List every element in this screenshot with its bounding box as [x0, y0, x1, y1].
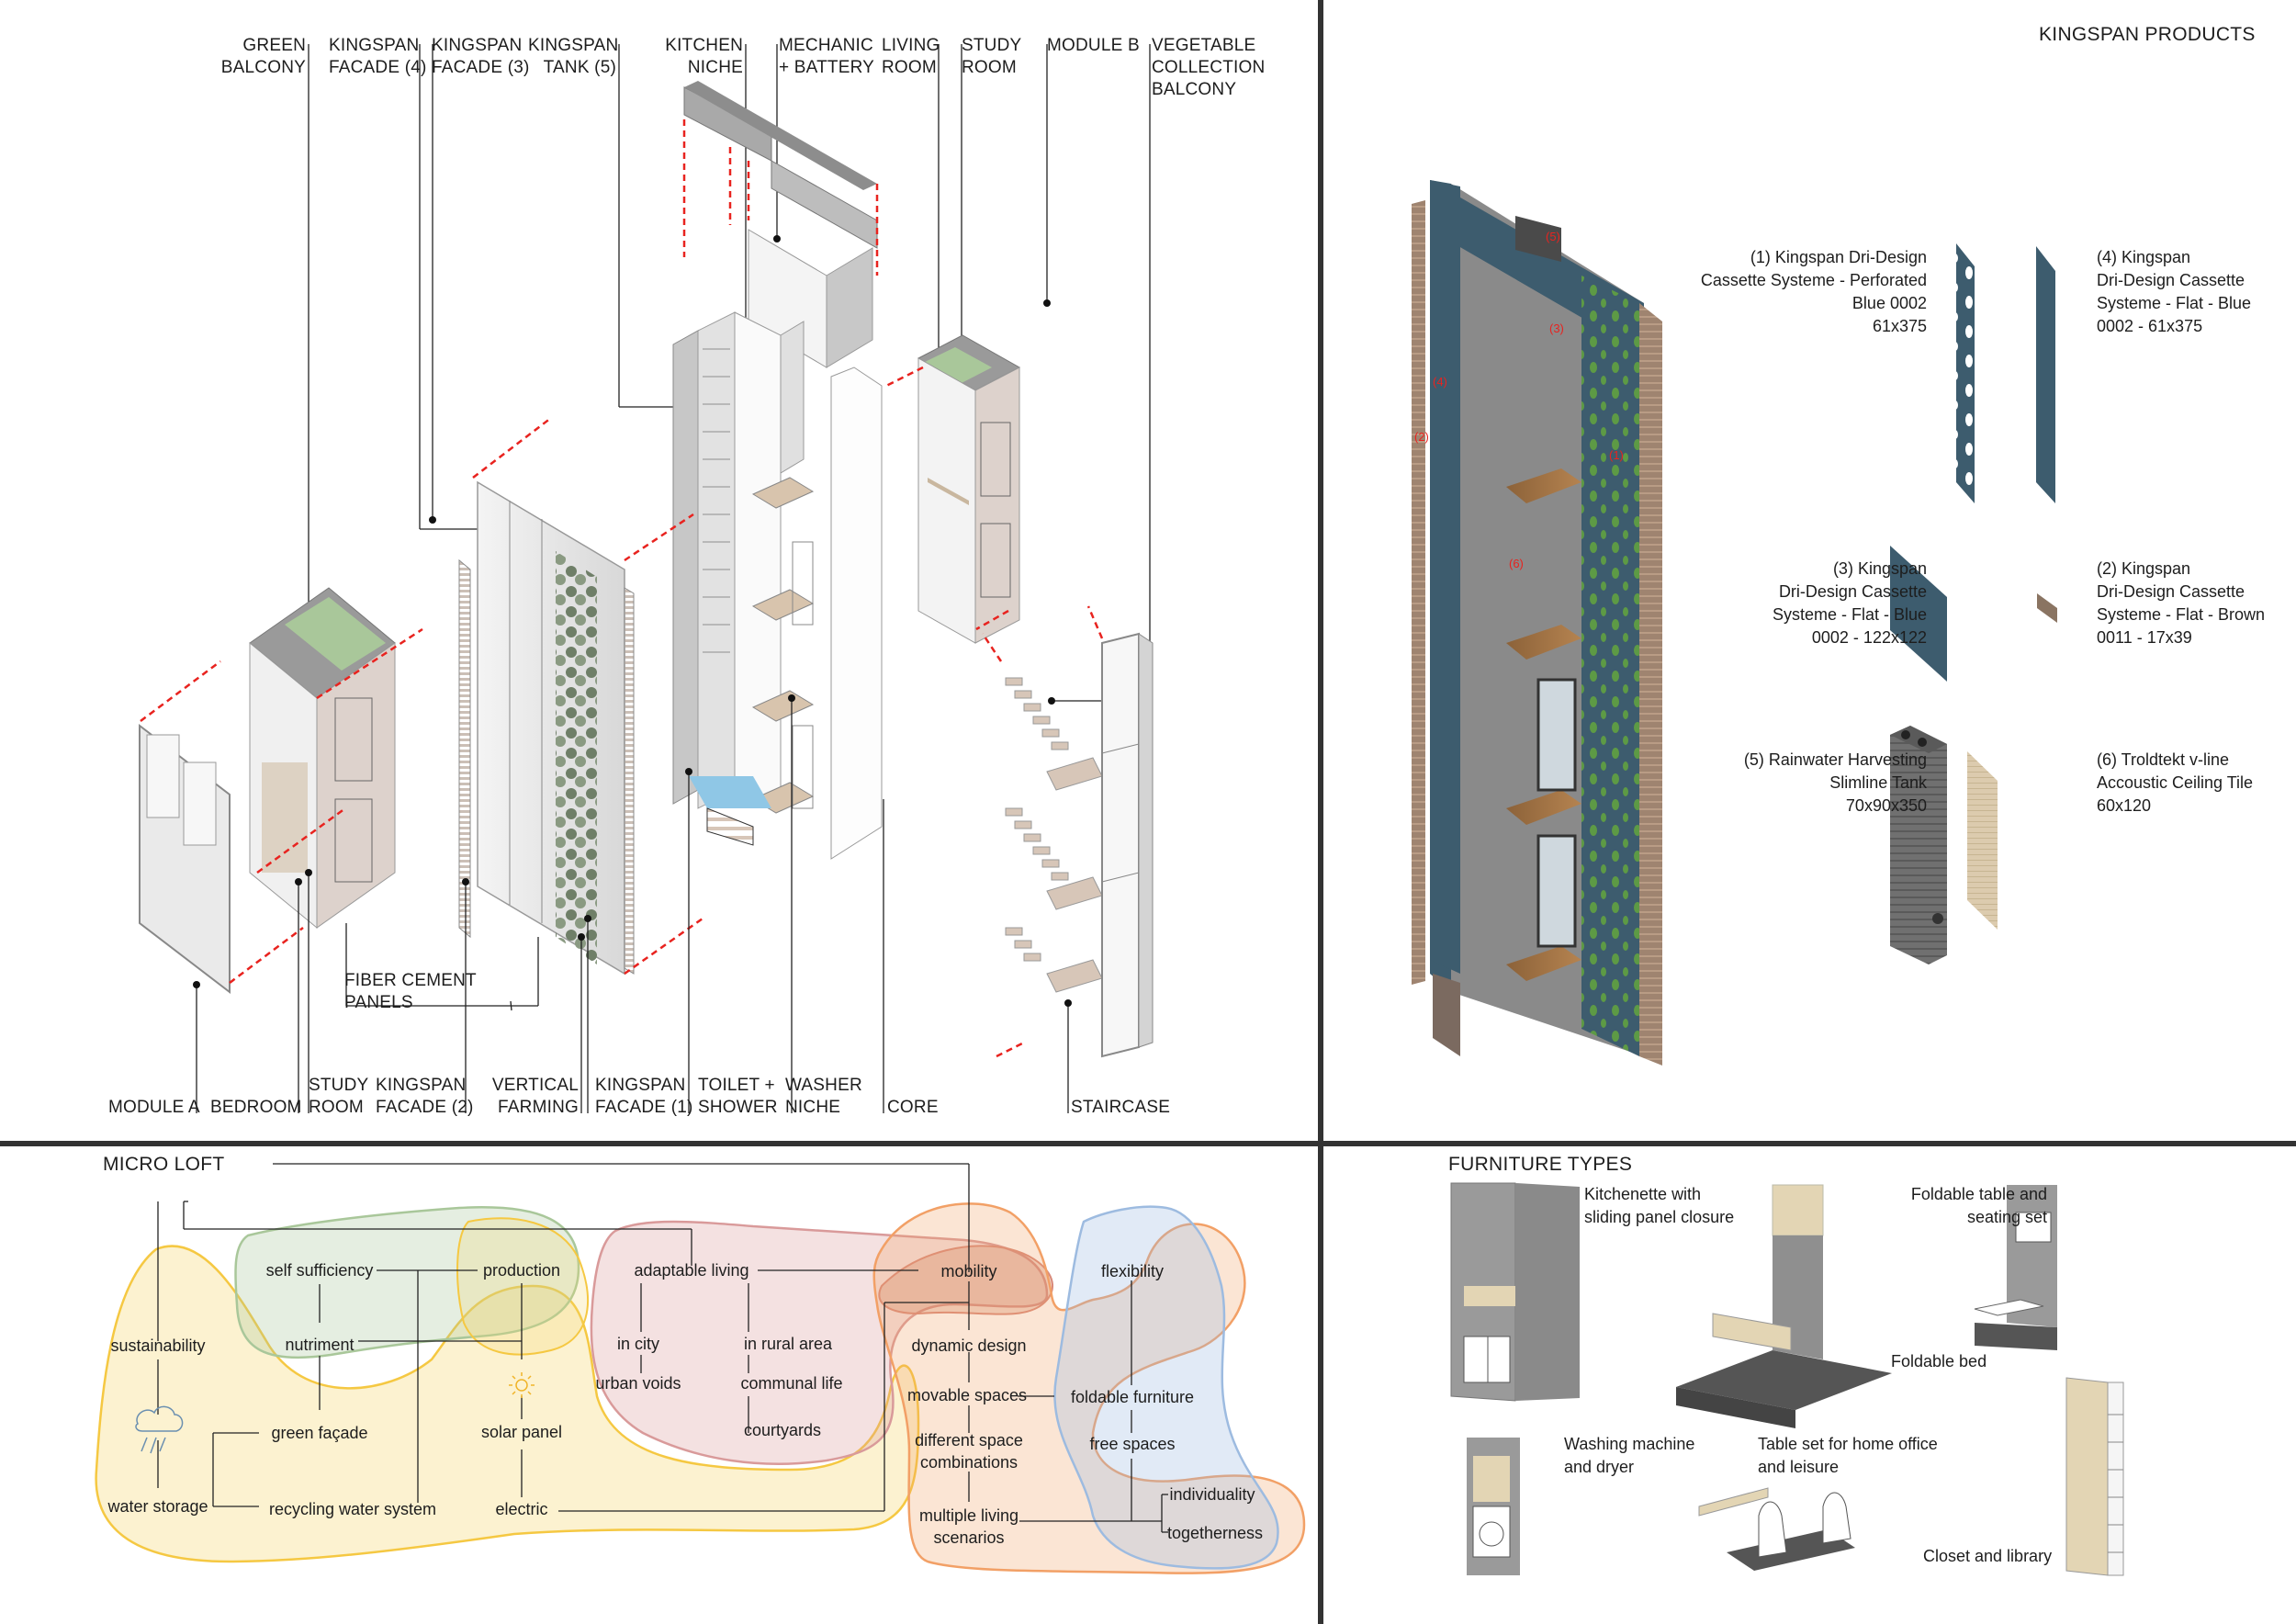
node-movable-spaces: movable spaces	[906, 1386, 1028, 1404]
vertical-divider	[1318, 0, 1323, 1624]
sun-icon	[509, 1372, 535, 1398]
node-dynamic-design: dynamic design	[911, 1336, 1027, 1355]
node-solar-panel: solar panel	[480, 1423, 563, 1441]
staircase-drawing	[1005, 632, 1154, 1058]
brown-slat-right	[1639, 303, 1662, 1066]
node-in-rural-area: in rural area	[743, 1335, 833, 1353]
node-togetherness: togetherness	[1166, 1524, 1264, 1542]
callout-4: (4)	[1433, 375, 1447, 389]
module-b-drawing	[917, 334, 1021, 644]
product-4-swatch	[2036, 246, 2055, 503]
bottom-leader-lines	[196, 698, 1069, 1113]
node-recycling-water-system: recycling water system	[268, 1500, 437, 1518]
facade-column-drawing	[458, 480, 635, 976]
product-1-swatch	[1956, 243, 1975, 503]
closet-library-drawing	[2065, 1377, 2124, 1576]
node-production: production	[482, 1261, 561, 1280]
node-electric: electric	[495, 1500, 548, 1518]
furniture-label-closet-library: Closet and library	[1923, 1547, 2053, 1565]
explosion-arrows	[140, 119, 1104, 1058]
node-mobility: mobility	[940, 1262, 997, 1280]
callout-1: (1)	[1609, 448, 1624, 462]
node-sustainability: sustainability	[110, 1336, 206, 1355]
table-set-drawing	[1698, 1487, 1855, 1571]
label-module-a: MODULE A	[108, 1098, 200, 1117]
kitchenette-drawing	[1450, 1182, 1580, 1402]
label-mechanic-battery: MECHANIC+ BATTERY	[779, 36, 875, 77]
assembly-model: (5) (3) (4) (2) (1) (6)	[1412, 180, 1662, 1066]
furniture-types-title: FURNITURE TYPES	[1448, 1154, 1633, 1175]
top-blue-band	[1430, 180, 1644, 354]
micro-loft-title: MICRO LOFT	[103, 1154, 225, 1175]
kingspan-products-title: KINGSPAN PRODUCTS	[2039, 24, 2256, 45]
node-individuality: individuality	[1169, 1485, 1255, 1504]
label-module-b: MODULE B	[1047, 36, 1140, 55]
furniture-label-foldable-bed: Foldable bed	[1891, 1352, 1987, 1370]
brown-slat-left	[1412, 200, 1425, 985]
node-self-sufficiency: self sufficiency	[265, 1261, 374, 1280]
node-water-storage: water storage	[107, 1497, 208, 1516]
node-green-facade: green façade	[271, 1424, 368, 1442]
label-toilet-shower: TOILET +SHOWER	[698, 1076, 778, 1117]
exploded-axonometric-drawing	[139, 44, 1154, 1113]
module-a-drawing	[139, 587, 396, 995]
horizontal-divider	[0, 1141, 2296, 1146]
node-in-city: in city	[616, 1335, 660, 1353]
node-foldable-furniture: foldable furniture	[1070, 1388, 1195, 1406]
node-adaptable-living: adaptable living	[634, 1261, 749, 1280]
callout-6: (6)	[1509, 557, 1524, 570]
callout-5: (5)	[1546, 230, 1560, 243]
label-staircase: STAIRCASE	[1071, 1098, 1171, 1117]
label-bedroom: BEDROOM	[210, 1098, 302, 1117]
label-core: CORE	[887, 1098, 939, 1117]
product-6-swatch	[1967, 751, 1998, 930]
node-urban-voids: urban voids	[595, 1374, 681, 1393]
core-tower-drawing	[672, 81, 883, 860]
rain-cloud-icon	[135, 1405, 184, 1454]
washing-machine-drawing	[1467, 1438, 1520, 1575]
node-nutriment: nutriment	[285, 1336, 355, 1354]
grey-wall	[1451, 184, 1644, 1056]
tank-5-model	[1515, 216, 1561, 262]
product-2-swatch	[2037, 593, 2057, 623]
callout-3: (3)	[1549, 321, 1564, 335]
node-free-spaces: free spaces	[1089, 1435, 1176, 1453]
node-flexibility: flexibility	[1100, 1262, 1165, 1280]
callout-2: (2)	[1414, 430, 1429, 444]
node-courtyards: courtyards	[743, 1421, 822, 1439]
node-communal-life: communal life	[740, 1374, 843, 1393]
perforated-panel-model	[1581, 276, 1639, 1056]
blob-production-yellow	[456, 1217, 589, 1356]
